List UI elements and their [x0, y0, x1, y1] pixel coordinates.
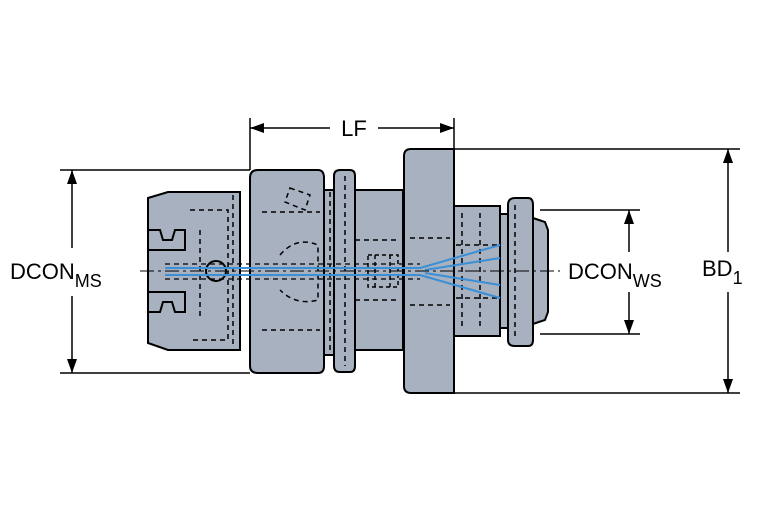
label-dcon-ms: DCONMS	[10, 259, 102, 291]
label-lf: LF	[341, 116, 367, 141]
work-side-spindle	[453, 197, 549, 347]
dimension-bd1-arrows	[723, 149, 733, 393]
dimension-lf-arrows	[250, 123, 454, 133]
label-bd1: BD1	[702, 256, 743, 288]
dimension-dcon-ms-arrows	[67, 170, 77, 373]
holder-flange-body	[249, 169, 325, 374]
label-dcon-ws: DCONWS	[568, 259, 662, 291]
dimension-dcon-ws-arrows	[624, 210, 634, 334]
taper-drive-slots	[147, 229, 186, 313]
spindle-hidden-lines	[456, 205, 516, 340]
coolant-channel-hidden	[165, 263, 420, 280]
disc-hidden-lines	[410, 237, 450, 306]
coolant-channel	[165, 244, 501, 299]
dimension-bd1	[454, 148, 740, 394]
